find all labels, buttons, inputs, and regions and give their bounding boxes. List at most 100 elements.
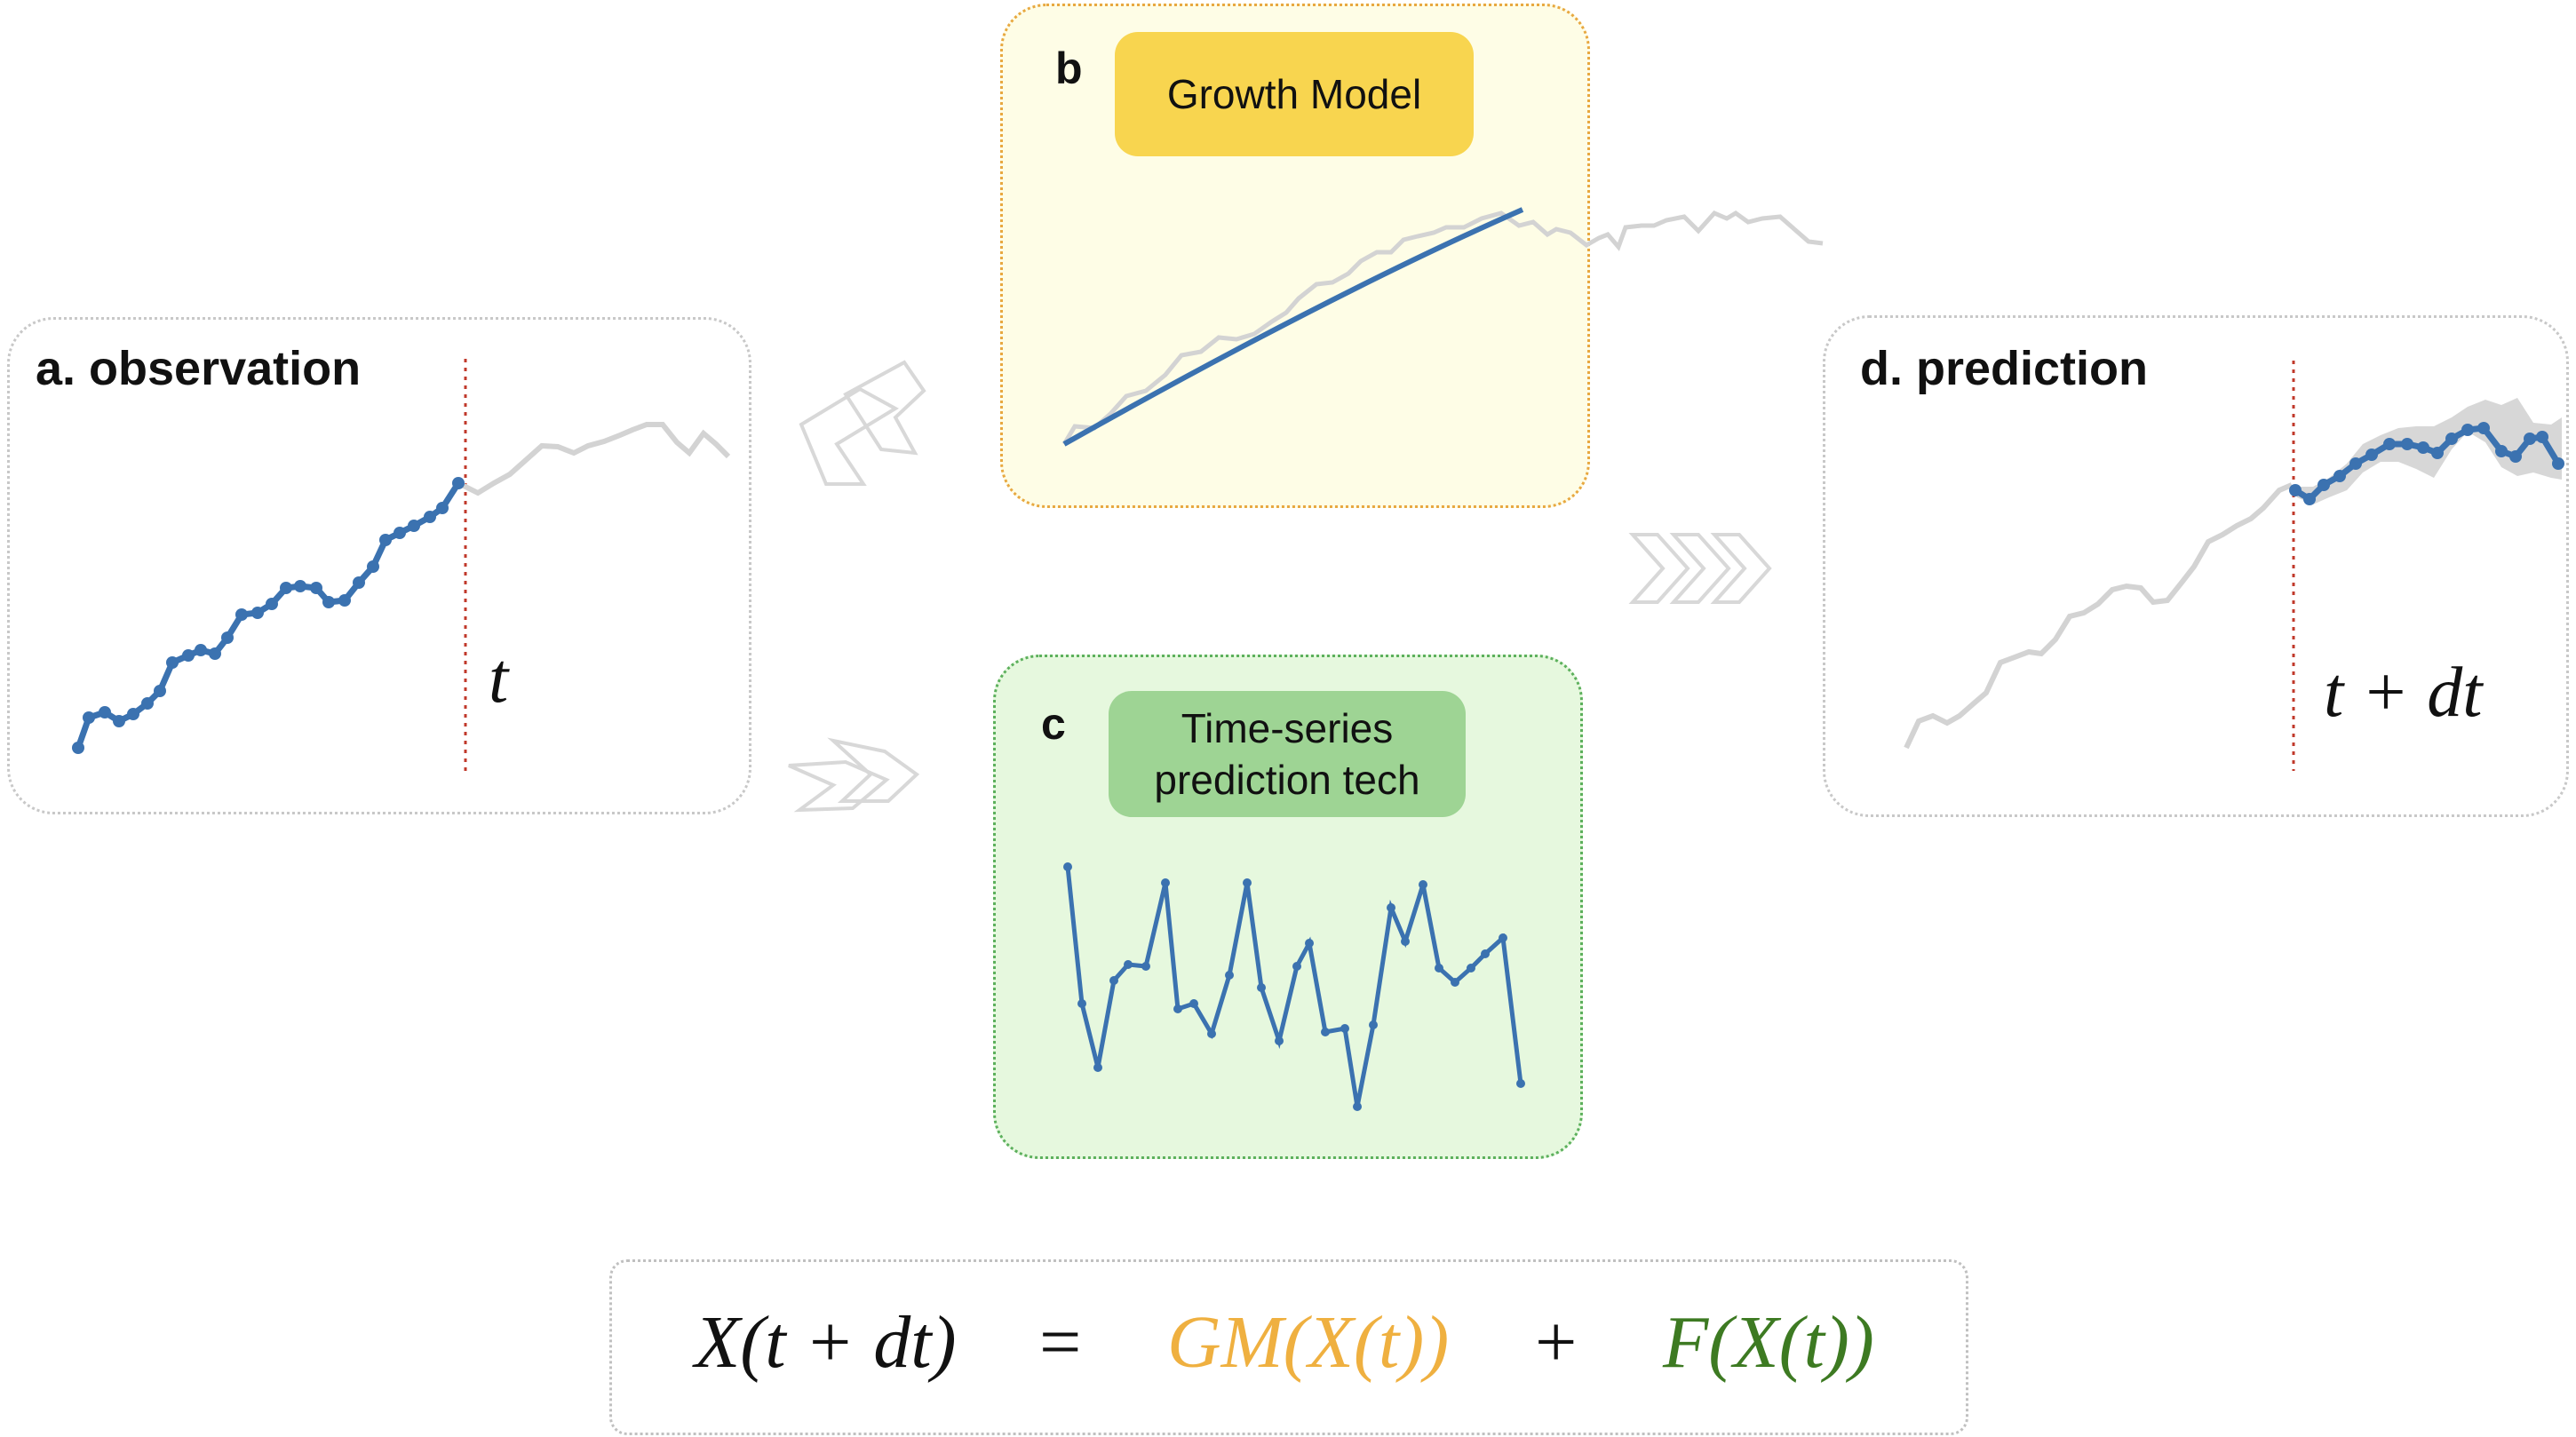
series-point bbox=[1225, 971, 1234, 980]
series-point bbox=[266, 598, 278, 610]
series-point bbox=[2383, 438, 2396, 450]
series-point bbox=[2477, 422, 2490, 434]
series-point bbox=[2303, 493, 2316, 505]
series-point bbox=[1305, 939, 1314, 948]
equation-lhs: X(t + dt) bbox=[695, 1301, 957, 1384]
series-point bbox=[1275, 1036, 1284, 1045]
series-point bbox=[1369, 1020, 1378, 1029]
series-point bbox=[1063, 862, 1072, 871]
series-point bbox=[1516, 1079, 1525, 1088]
series-point bbox=[235, 608, 248, 621]
equation-gm-term: GM(X(t)) bbox=[1167, 1301, 1450, 1384]
series-point bbox=[2417, 441, 2429, 454]
series-point bbox=[294, 580, 306, 592]
growth-model-letter: b bbox=[1055, 44, 1083, 93]
timeseries-tag-line2: prediction tech bbox=[1154, 757, 1420, 803]
series-point bbox=[1243, 878, 1252, 887]
timeseries-points bbox=[1063, 862, 1525, 1111]
series-point bbox=[251, 607, 264, 619]
timeseries-residual-series bbox=[1065, 866, 1523, 1108]
series-point bbox=[353, 576, 365, 589]
observation-series bbox=[75, 481, 461, 750]
series-point bbox=[2495, 445, 2508, 457]
series-point bbox=[1353, 1102, 1362, 1111]
series-point bbox=[1387, 903, 1395, 912]
series-point bbox=[2524, 433, 2536, 445]
series-point bbox=[72, 742, 84, 754]
prediction-title: d. prediction bbox=[1860, 342, 2148, 395]
observation-time-label: t bbox=[489, 639, 510, 718]
series-point bbox=[1340, 1024, 1349, 1033]
series-point bbox=[141, 697, 154, 710]
series-point bbox=[195, 644, 207, 656]
series-point bbox=[394, 527, 406, 539]
series-point bbox=[1481, 949, 1490, 958]
growth-model-tag: Growth Model bbox=[1115, 32, 1474, 156]
series-point bbox=[1093, 1063, 1102, 1072]
series-point bbox=[310, 582, 322, 594]
arrow-to-prediction bbox=[1628, 533, 1772, 604]
growth-model-data-series bbox=[1061, 210, 1824, 446]
series-point bbox=[1451, 978, 1459, 987]
series-point bbox=[436, 502, 449, 514]
timeseries-letter: c bbox=[1041, 699, 1066, 749]
series-point bbox=[99, 706, 111, 718]
series-point bbox=[280, 582, 292, 594]
prediction-time-label: t + dt bbox=[2324, 654, 2484, 732]
arrow-to-growth-model bbox=[799, 360, 926, 486]
series-point bbox=[83, 711, 95, 724]
series-point bbox=[1124, 960, 1133, 969]
series-point bbox=[154, 685, 166, 697]
series-point bbox=[2536, 431, 2548, 443]
prediction-history-series bbox=[1904, 482, 2294, 750]
series-point bbox=[367, 560, 379, 573]
series-point bbox=[1419, 880, 1427, 889]
series-point bbox=[209, 647, 221, 660]
series-point bbox=[1467, 964, 1475, 973]
series-point bbox=[1161, 878, 1170, 887]
series-point bbox=[452, 477, 465, 489]
series-point bbox=[182, 649, 195, 662]
equation-f-term: F(X(t)) bbox=[1663, 1301, 1874, 1384]
series-point bbox=[2509, 450, 2522, 463]
observation-panel bbox=[7, 317, 751, 814]
series-point bbox=[2445, 433, 2458, 445]
series-point bbox=[322, 596, 335, 608]
observation-title: a. observation bbox=[36, 342, 362, 395]
arrow-to-timeseries bbox=[788, 737, 920, 813]
equation-equals: = bbox=[1039, 1301, 1082, 1384]
prediction-points bbox=[2289, 422, 2564, 505]
series-point bbox=[338, 594, 351, 607]
series-point bbox=[2365, 449, 2378, 461]
series-point bbox=[2349, 457, 2362, 470]
series-point bbox=[2289, 484, 2302, 496]
observation-points bbox=[72, 477, 465, 754]
series-point bbox=[2461, 424, 2474, 436]
prediction-panel bbox=[1823, 315, 2569, 817]
series-point bbox=[1173, 1004, 1182, 1013]
observation-future-series bbox=[458, 422, 731, 496]
series-point bbox=[2431, 447, 2444, 459]
timeseries-tag-line1: Time-series bbox=[1181, 705, 1394, 751]
series-point bbox=[1292, 962, 1301, 971]
equation-plus: + bbox=[1535, 1301, 1578, 1384]
series-point bbox=[1189, 999, 1198, 1008]
series-point bbox=[2552, 457, 2564, 470]
growth-model-fit-curve bbox=[1062, 207, 1524, 447]
series-point bbox=[221, 631, 234, 644]
series-point bbox=[1207, 1029, 1216, 1038]
equation-box bbox=[609, 1259, 1968, 1435]
series-point bbox=[166, 656, 179, 669]
series-point bbox=[127, 708, 139, 720]
series-point bbox=[1401, 937, 1410, 946]
series-point bbox=[1257, 983, 1266, 992]
series-point bbox=[408, 520, 420, 532]
series-point bbox=[2334, 470, 2346, 482]
series-point bbox=[379, 534, 392, 546]
series-point bbox=[2401, 438, 2413, 450]
series-point bbox=[113, 715, 125, 727]
timeseries-tag: Time-series prediction tech bbox=[1109, 691, 1466, 817]
series-point bbox=[1321, 1028, 1330, 1036]
series-point bbox=[424, 511, 436, 523]
